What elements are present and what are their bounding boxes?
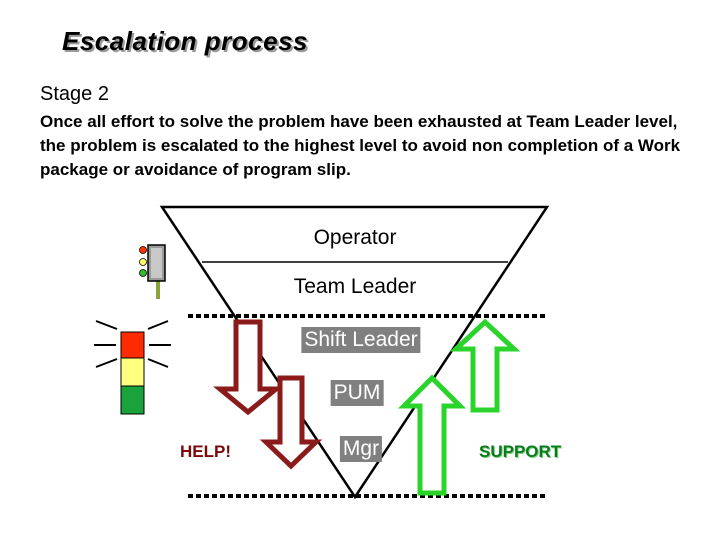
signal-tower-icon — [94, 320, 171, 415]
level-pum: PUM — [330, 380, 384, 406]
page-title: Escalation process — [62, 26, 308, 56]
support-arrow-1 — [397, 374, 467, 496]
help-arrow-2 — [259, 375, 323, 470]
level-shift-leader: Shift Leader — [301, 327, 421, 353]
support-label: SUPPORT — [479, 442, 562, 461]
traffic-light-icon — [139, 244, 166, 299]
level-team-leader: Team Leader — [293, 275, 417, 298]
level-mgr: Mgr — [339, 436, 383, 462]
help-arrow-1 — [213, 319, 283, 416]
help-label: HELP! — [180, 442, 231, 461]
support-arrow-2 — [449, 318, 521, 413]
level-operator: Operator — [313, 226, 397, 249]
stage-description: Once all effort to solve the problem hav… — [40, 112, 681, 179]
stage-heading: Stage 2 — [40, 83, 109, 105]
